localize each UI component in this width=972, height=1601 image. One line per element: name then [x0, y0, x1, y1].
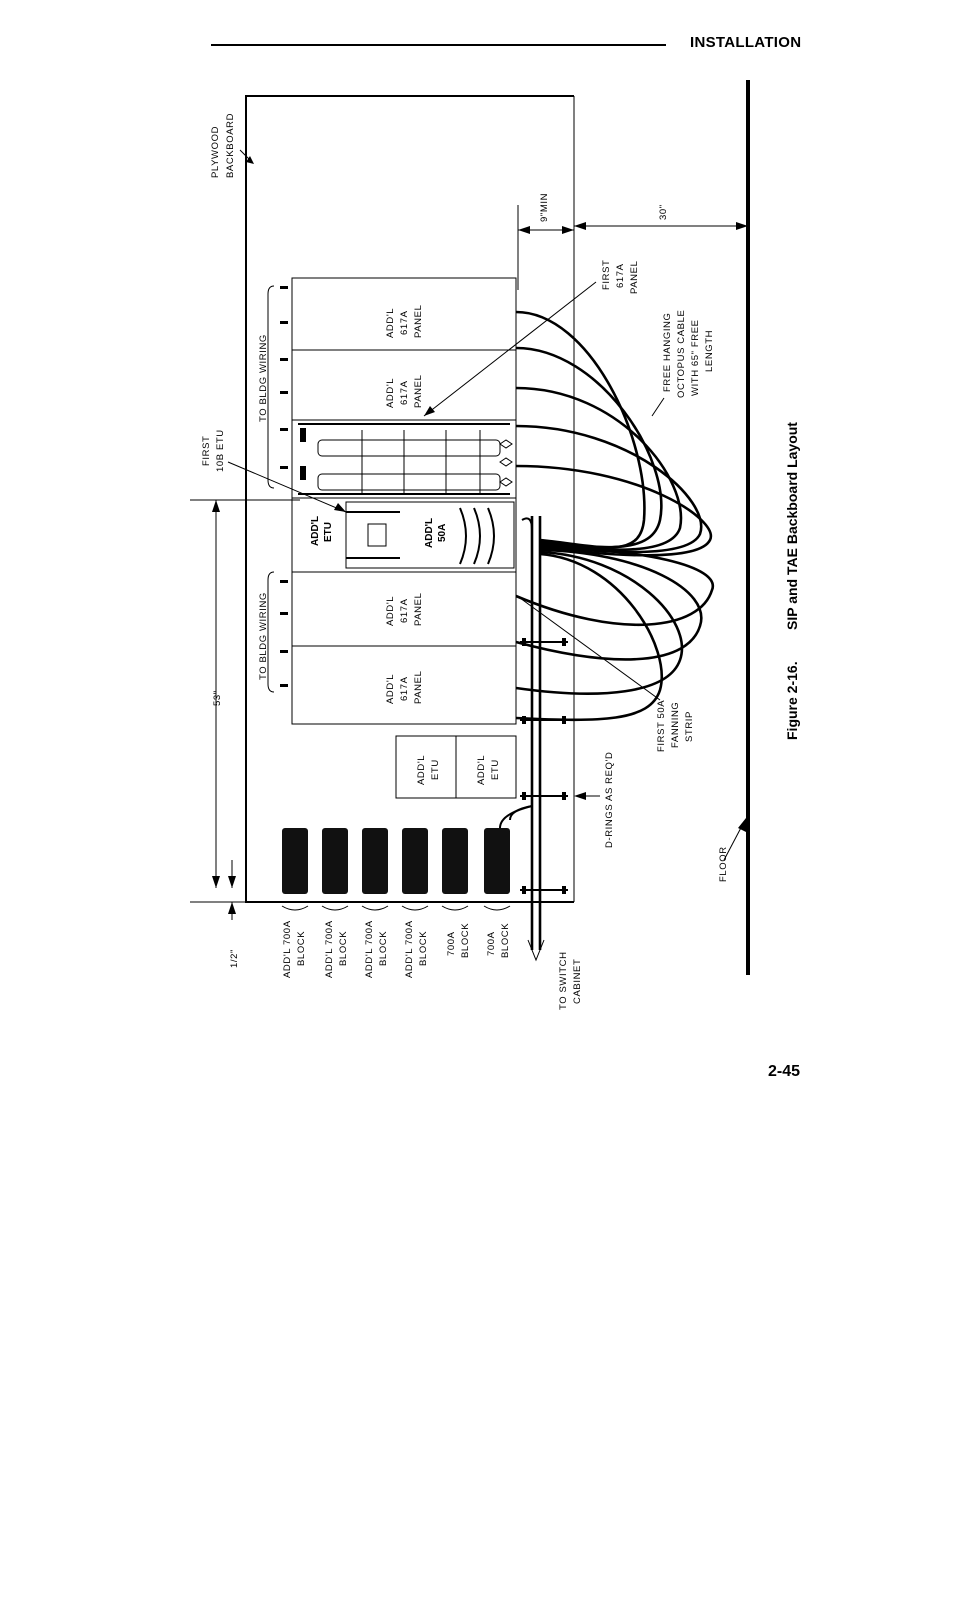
svg-text:PANEL: PANEL [413, 671, 424, 704]
svg-text:BLOCK: BLOCK [460, 923, 471, 958]
svg-text:PANEL: PANEL [413, 375, 424, 408]
svg-text:617A: 617A [399, 598, 410, 623]
figure-number: Figure 2-16. [784, 661, 800, 740]
svg-text:ETU: ETU [323, 522, 334, 542]
to-bldg-wiring-lower: TO BLDG WIRING [258, 592, 269, 680]
svg-text:BLOCK: BLOCK [418, 931, 429, 966]
plywood-label-2: BACKBOARD [225, 113, 236, 178]
first-etu-label-1: FIRST [201, 436, 212, 466]
octopus-label-3: WITH 65" FREE [690, 319, 701, 396]
svg-text:50A: 50A [437, 524, 448, 542]
octopus-label-4: LENGTH [704, 330, 715, 372]
bldg-wiring-ticks-upper [280, 286, 288, 469]
octopus-label-2: OCTOPUS CABLE [676, 310, 687, 398]
first-50a-leader [519, 597, 661, 701]
floor-label: FLOOR [718, 846, 729, 882]
panel-stack-outline [291, 277, 517, 725]
d-rings-label: D-RINGS AS REQ'D [604, 752, 615, 848]
svg-text:617A: 617A [399, 676, 410, 701]
svg-text:ADD'L: ADD'L [416, 755, 427, 785]
to-switch-label-2: CABINET [572, 959, 583, 1004]
half-inch-label: 1/2" [229, 949, 240, 968]
block-700a-5 [442, 828, 468, 894]
svg-text:700A: 700A [486, 931, 497, 956]
first-50a-label-1: FIRST 50A [656, 700, 667, 752]
first-617a-label-3: PANEL [629, 261, 640, 294]
svg-text:700A: 700A [446, 931, 457, 956]
svg-text:ADD'L: ADD'L [424, 518, 435, 548]
svg-text:ETU: ETU [430, 759, 441, 780]
to-bldg-wiring-upper: TO BLDG WIRING [258, 334, 269, 422]
first-617a-label-1: FIRST [601, 260, 612, 290]
svg-text:ADD'L 700A: ADD'L 700A [324, 920, 335, 978]
svg-text:ADD'L: ADD'L [385, 378, 396, 408]
svg-text:BLOCK: BLOCK [378, 931, 389, 966]
octopus-leader [651, 397, 665, 417]
svg-text:ADD'L: ADD'L [385, 596, 396, 626]
to-switch-label-1: TO SWITCH [558, 951, 569, 1010]
addl-700a-block-1 [282, 828, 308, 894]
addl-700a-block-3 [362, 828, 388, 894]
figure-title: SIP and TAE Backboard Layout [784, 422, 800, 630]
addl-etu-lower-left: ADD'L ETU [416, 755, 441, 785]
plywood-label-1: PLYWOOD [210, 126, 221, 178]
octopus-label-1: FREE HANGING [662, 312, 673, 392]
svg-text:BLOCK: BLOCK [338, 931, 349, 966]
block-labels: ADD'L 700A BLOCK ADD'L 700A BLOCK ADD'L … [282, 920, 511, 978]
plywood-backboard-outline [245, 95, 574, 903]
bldg-wiring-ticks-lower [280, 580, 288, 687]
first-617a-leader [423, 281, 597, 417]
svg-text:BLOCK: BLOCK [500, 923, 511, 958]
svg-text:ADD'L: ADD'L [385, 308, 396, 338]
addl-617a-panel-top: ADD'L 617A PANEL [385, 305, 424, 338]
first-617a-panel-hardware [298, 423, 513, 495]
svg-text:ADD'L 700A: ADD'L 700A [404, 920, 415, 978]
first-etu-label-2: 10B ETU [215, 429, 226, 472]
addl-700a-block-2 [322, 828, 348, 894]
addl-etu-lower-right: ADD'L ETU [476, 755, 501, 785]
svg-text:BLOCK: BLOCK [296, 931, 307, 966]
svg-text:617A: 617A [399, 310, 410, 335]
svg-text:PANEL: PANEL [413, 305, 424, 338]
svg-text:ADD'L: ADD'L [385, 674, 396, 704]
page-number: 2-45 [768, 1063, 801, 1080]
thirty-inch-label: 30" [658, 204, 669, 220]
svg-text:ADD'L: ADD'L [310, 516, 321, 546]
svg-text:ADD'L: ADD'L [476, 755, 487, 785]
addl-700a-block-4 [402, 828, 428, 894]
header-rule [211, 44, 666, 46]
addl-617a-panel-second: ADD'L 617A PANEL [385, 375, 424, 408]
svg-text:PANEL: PANEL [413, 593, 424, 626]
first-50a-label-2: FANNING [670, 702, 681, 748]
first-50a-label-3: STRIP [684, 711, 695, 742]
cable-trunk [499, 516, 545, 962]
octopus-cable [515, 310, 715, 722]
svg-text:ETU: ETU [490, 759, 501, 780]
svg-text:ADD'L 700A: ADD'L 700A [282, 920, 293, 978]
addl-617a-panel-third: ADD'L 617A PANEL [385, 593, 424, 626]
fifty-three-label: 53" [212, 690, 223, 706]
block-700a-row [282, 828, 510, 894]
nine-min-label: 9"MIN [539, 193, 550, 222]
first-etu-leader [227, 461, 347, 513]
section-header: INSTALLATION [690, 34, 802, 51]
block-700a-6 [484, 828, 510, 894]
svg-text:617A: 617A [399, 380, 410, 405]
addl-617a-panel-bottom: ADD'L 617A PANEL [385, 671, 424, 704]
first-617a-label-2: 617A [615, 263, 626, 288]
d-rings [520, 638, 568, 894]
addl-etu-and-50a: ADD'L ETU ADD'L 50A [310, 501, 515, 569]
svg-text:ADD'L 700A: ADD'L 700A [364, 920, 375, 978]
